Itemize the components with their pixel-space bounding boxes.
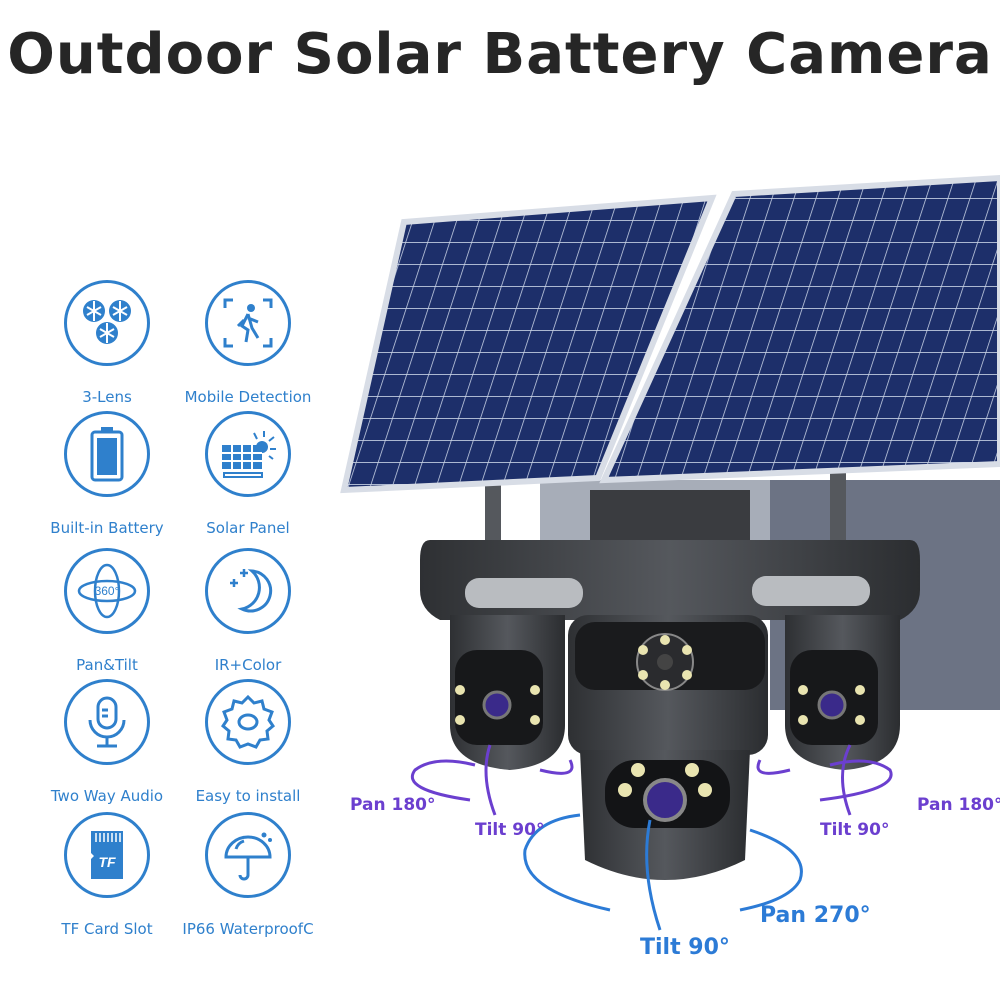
lens-icon xyxy=(83,300,131,344)
feature-mobile-detection: Mobile Detection xyxy=(173,280,323,406)
feature-tf-card: TF TF Card Slot xyxy=(32,812,182,938)
solar-panel-icon xyxy=(222,431,276,478)
annotation-left-tilt: Tilt 90° xyxy=(475,820,545,840)
feature-label: Two Way Audio xyxy=(50,787,164,805)
feature-two-way-audio: Two Way Audio xyxy=(32,679,182,805)
umbrella-icon xyxy=(224,832,272,881)
annotation-left-pan: Pan 180° xyxy=(350,795,436,815)
rotate-360-icon: 360° xyxy=(77,563,137,619)
sd-card-icon: TF xyxy=(91,831,123,879)
microphone-icon xyxy=(88,696,126,748)
feature-waterproof: IP66 WaterproofC xyxy=(173,812,323,938)
solar-panel-right xyxy=(599,174,1000,484)
motion-detection-icon xyxy=(223,298,273,348)
feature-ir-color: IR+Color xyxy=(173,548,323,674)
svg-text:TF: TF xyxy=(98,854,116,870)
feature-label: Mobile Detection xyxy=(184,388,312,406)
battery-icon xyxy=(90,427,124,482)
annotation-right-pan: Pan 180° xyxy=(917,795,1000,815)
moon-icon xyxy=(230,569,273,613)
feature-label: IR+Color xyxy=(214,656,282,674)
annotation-center-tilt: Tilt 90° xyxy=(640,935,730,960)
feature-battery: Built-in Battery xyxy=(32,411,182,537)
feature-pan-tilt: 360° Pan&Tilt xyxy=(32,548,182,674)
gear-icon xyxy=(221,694,275,749)
feature-solar-panel: Solar Panel xyxy=(173,411,323,537)
page-title: Outdoor Solar Battery Camera xyxy=(7,22,993,87)
solar-panel-left xyxy=(340,194,717,494)
feature-label: Pan&Tilt xyxy=(76,656,138,674)
annotation-center-pan: Pan 270° xyxy=(760,903,871,928)
feature-easy-install: Easy to install xyxy=(173,679,323,805)
feature-label: Easy to install xyxy=(195,787,301,805)
feature-label: Built-in Battery xyxy=(50,519,164,537)
feature-label: IP66 WaterproofC xyxy=(182,920,314,938)
product-image xyxy=(340,174,1000,931)
annotation-right-tilt: Tilt 90° xyxy=(820,820,890,840)
feature-label: 3-Lens xyxy=(82,388,132,406)
feature-label: TF Card Slot xyxy=(61,920,153,938)
feature-3-lens: 3-Lens xyxy=(32,280,182,406)
svg-text:360°: 360° xyxy=(95,584,120,598)
feature-label: Solar Panel xyxy=(206,519,290,537)
